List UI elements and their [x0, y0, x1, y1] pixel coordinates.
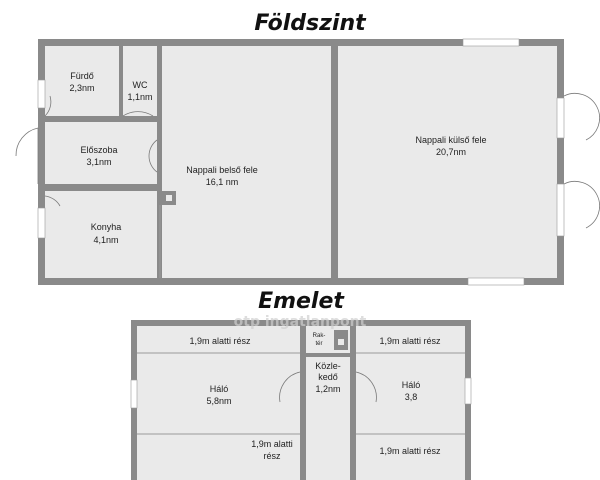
window-right-upper: [556, 97, 565, 139]
room-wc-name: WC: [133, 80, 148, 90]
upper-floor-title: Emelet: [258, 289, 345, 314]
upper-floor-plan: 1,9m alatti rész 1,9m alatti rész 1,9m a…: [130, 320, 472, 480]
room-nappali-belso-name: Nappali belső fele: [186, 165, 258, 175]
room-halo-right-area: 3,8: [405, 392, 418, 402]
low-zone-label-top-right: 1,9m alatti rész: [379, 336, 441, 346]
window-upper-left: [130, 379, 138, 409]
wall-below-furdo: [45, 116, 157, 122]
ground-floor-title: Földszint: [254, 11, 367, 36]
ground-floor-area: [45, 46, 557, 278]
ground-floor-plan: Fürdő 2,3nm WC 1,1nm Előszoba 3,1nm Kony…: [15, 38, 600, 286]
door-halo-left: [279, 371, 301, 403]
watermark: otp ingatlanpont: [234, 314, 367, 330]
room-nappali-belso-area: 16,1 nm: [206, 177, 239, 187]
room-konyha-name: Konyha: [91, 222, 122, 232]
wall-vertical-left: [157, 46, 162, 278]
room-nappali-kulso-name: Nappali külső fele: [415, 135, 486, 145]
door-wc: [122, 111, 154, 117]
door-right-bottom: [563, 181, 600, 229]
wall-above-konyha: [45, 184, 157, 191]
chimney-inner: [338, 339, 344, 345]
room-halo-left-name: Háló: [210, 384, 229, 394]
window-top-right: [462, 38, 520, 47]
door-entrance: [15, 127, 39, 157]
room-konyha-area: 4,1nm: [93, 235, 118, 245]
low-zone-label-bottom-left-1: 1,9m alatti: [251, 439, 293, 449]
room-halo-left-area: 5,8nm: [206, 396, 231, 406]
wall-left-corridor: [300, 326, 306, 480]
room-furdo-name: Fürdő: [70, 71, 94, 81]
room-furdo-area: 2,3nm: [69, 83, 94, 93]
door-konyha: [44, 195, 61, 207]
door-eloszoba: [148, 139, 158, 173]
window-right-lower: [556, 183, 565, 237]
low-zone-label-bottom-right: 1,9m alatti rész: [379, 446, 441, 456]
window-upper-right: [464, 377, 472, 405]
door-right-top: [563, 93, 600, 141]
room-halo-right-name: Háló: [402, 380, 421, 390]
door-halo-right: [355, 371, 377, 403]
wall-right-corridor: [350, 326, 356, 480]
wall-storage: [306, 353, 350, 357]
room-wc-area: 1,1nm: [127, 92, 152, 102]
room-kozlekedo-line2: kedő: [318, 372, 338, 382]
low-zone-label-top-left: 1,9m alatti rész: [189, 336, 251, 346]
column-inner: [166, 195, 172, 201]
window-left-konyha: [37, 207, 46, 239]
window-bottom-right: [467, 277, 525, 286]
wall-furdo-wc: [119, 46, 123, 116]
room-eloszoba-area: 3,1nm: [86, 157, 111, 167]
window-left-furdo: [37, 79, 46, 109]
wall-vertical-mid: [331, 46, 338, 278]
storage-label-1: Rak-: [313, 333, 326, 339]
room-kozlekedo-line1: Közle-: [315, 361, 341, 371]
low-zone-label-bottom-left-2: rész: [263, 451, 281, 461]
storage-label-2: tér: [315, 341, 322, 347]
room-kozlekedo-area: 1,2nm: [315, 384, 340, 394]
room-eloszoba-name: Előszoba: [80, 145, 117, 155]
room-nappali-kulso-area: 20,7nm: [436, 147, 466, 157]
door-furdo: [44, 95, 52, 117]
